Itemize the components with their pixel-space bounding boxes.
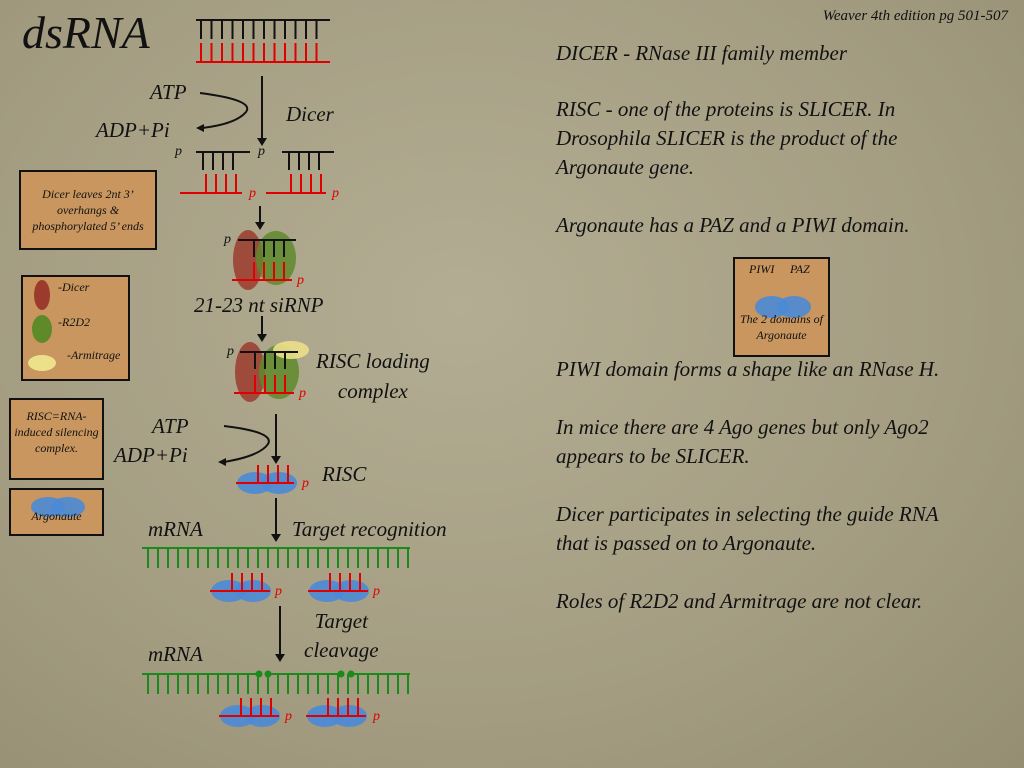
legend-armitrage-label: -Armitrage bbox=[67, 348, 121, 362]
phosphate-label: p bbox=[258, 144, 265, 159]
phosphate-label: p bbox=[249, 186, 256, 201]
atp-label-2: ATP bbox=[152, 414, 189, 438]
phosphate-label: p bbox=[373, 584, 380, 599]
adp-label-1: ADP+Pi bbox=[96, 118, 170, 142]
risc-definition-box: RISC=RNA-induced silencing complex. bbox=[9, 398, 104, 480]
risc-definition-text: RISC=RNA-induced silencing complex. bbox=[14, 409, 99, 455]
dicer-note-text: Dicer leaves 2nt 3’ overhangs & phosphor… bbox=[32, 187, 144, 233]
argonaute-domains-box: PIWI PAZ The 2 domains of Argonaute bbox=[733, 257, 830, 357]
target-cleavage-label: Target cleavage bbox=[304, 609, 379, 662]
mrna-label-2: mRNA bbox=[148, 642, 203, 666]
mrna-label-1: mRNA bbox=[148, 517, 203, 541]
text-guide-rna: Dicer participates in selecting the guid… bbox=[556, 502, 939, 555]
paz-label: PAZ bbox=[790, 262, 810, 276]
phosphate-label: p bbox=[227, 344, 234, 359]
phosphate-label: p bbox=[175, 144, 182, 159]
phosphate-label: p bbox=[275, 584, 282, 599]
sirnp-label: 21-23 nt siRNP bbox=[194, 293, 324, 317]
dicer-note-box: Dicer leaves 2nt 3’ overhangs & phosphor… bbox=[19, 170, 157, 250]
argonaute-swatch bbox=[31, 497, 85, 517]
mrna-strand-2-cleaved bbox=[142, 670, 410, 678]
text-argonaute-domains: Argonaute has a PAZ and a PIWI domain. bbox=[556, 213, 910, 237]
arrow-heads bbox=[196, 124, 285, 662]
page-title: dsRNA bbox=[22, 7, 150, 58]
base-ticks bbox=[147, 20, 409, 716]
atp-label-1: ATP bbox=[150, 80, 187, 104]
phosphate-label: p bbox=[224, 232, 231, 247]
risc-loading-label: RISC loading complex bbox=[316, 349, 430, 403]
text-risc: RISC - one of the proteins is SLICER. In… bbox=[556, 97, 898, 179]
phosphate-label: p bbox=[332, 186, 339, 201]
phosphate-label: p bbox=[297, 273, 304, 288]
risc-loading-complex bbox=[234, 341, 309, 402]
phosphate-label: p bbox=[299, 386, 306, 401]
dicer-label: Dicer bbox=[286, 102, 334, 126]
domains-caption: The 2 domains of Argonaute bbox=[739, 312, 823, 342]
legend-armitrage-swatch bbox=[28, 355, 56, 371]
legend-dicer-label: -Dicer bbox=[58, 280, 90, 294]
legend-dicer-swatch bbox=[34, 280, 50, 310]
phosphate-label: p bbox=[302, 476, 309, 491]
target-recognition-label: Target recognition bbox=[292, 517, 447, 541]
text-dicer: DICER - RNase III family member bbox=[556, 41, 848, 65]
risc-bound-1 bbox=[210, 580, 369, 602]
legend-r2d2-label: -R2D2 bbox=[58, 315, 90, 329]
legend-swatches bbox=[28, 280, 56, 371]
legend-r2d2-swatch bbox=[32, 315, 52, 343]
phosphate-label: p bbox=[285, 709, 292, 724]
text-mice: In mice there are 4 Ago genes but only A… bbox=[556, 415, 929, 468]
reference-citation: Weaver 4th edition pg 501-507 bbox=[822, 8, 1008, 24]
text-piwi: PIWI domain forms a shape like an RNase … bbox=[556, 357, 940, 381]
process-arrows bbox=[199, 76, 281, 656]
risc-label: RISC bbox=[322, 462, 367, 486]
argonaute-legend-box: Argonaute bbox=[9, 488, 104, 536]
piwi-label: PIWI bbox=[749, 262, 775, 276]
legend-box: -Dicer -R2D2 -Armitrage bbox=[21, 275, 130, 381]
sirnp-complex bbox=[232, 230, 296, 290]
phosphate-label: p bbox=[373, 709, 380, 724]
adp-label-2: ADP+Pi bbox=[114, 443, 188, 467]
argonaute-label: Argonaute bbox=[31, 509, 82, 523]
text-roles: Roles of R2D2 and Armitrage are not clea… bbox=[556, 589, 923, 613]
argonaute-domains-shape bbox=[755, 296, 811, 318]
